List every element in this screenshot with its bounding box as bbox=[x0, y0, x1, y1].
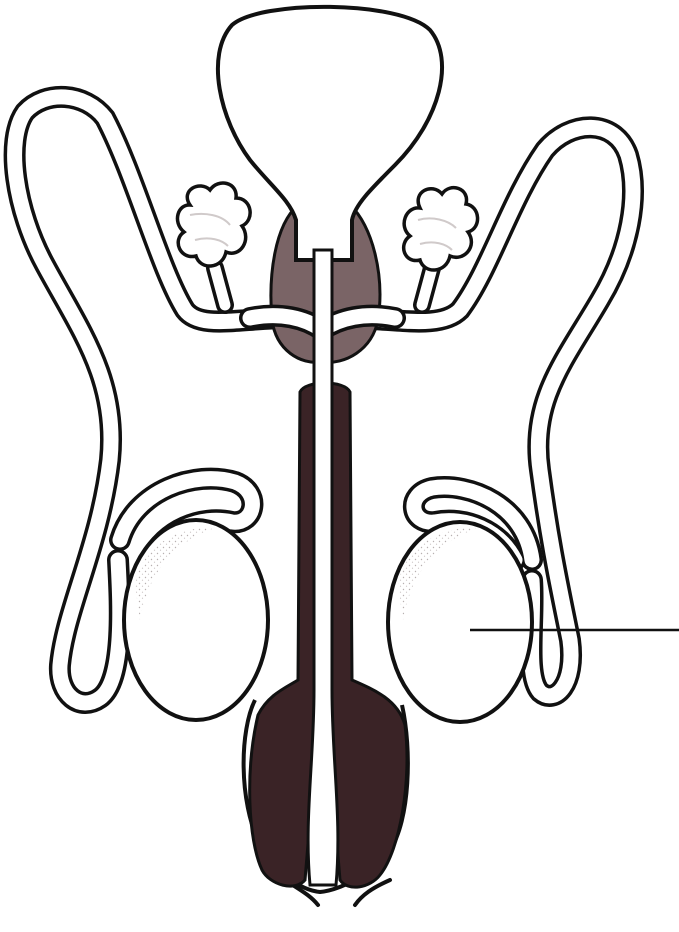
seminal-vesicle-left bbox=[177, 183, 250, 305]
testis-right bbox=[388, 522, 532, 722]
urethra bbox=[308, 250, 338, 885]
testis-left bbox=[124, 520, 268, 720]
